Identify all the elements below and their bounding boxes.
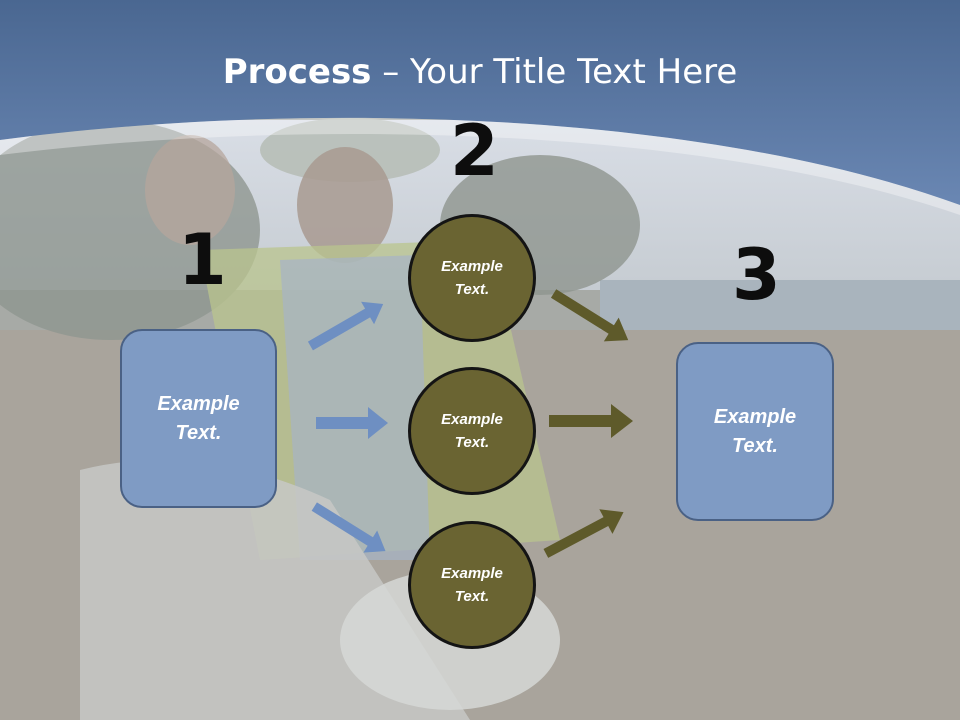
step-number-3: 3 xyxy=(732,234,781,316)
step-2-text-top: Example Text. xyxy=(441,258,503,298)
step-2-circle-top: Example Text. xyxy=(408,214,536,342)
arrow-icon xyxy=(316,407,388,439)
step-3-text: Example Text. xyxy=(713,405,797,457)
step-2-text-middle: Example Text. xyxy=(441,411,503,451)
step-3-box: Example Text. xyxy=(676,342,834,521)
step-1-text: Example Text. xyxy=(157,392,240,444)
title-bold: Process xyxy=(222,52,372,92)
step-1-box: Example Text. xyxy=(120,329,277,508)
arrow-icon xyxy=(307,301,384,351)
arrow-icon xyxy=(549,404,633,438)
step-number-2: 2 xyxy=(450,110,499,192)
step-number-1: 1 xyxy=(178,219,227,301)
step-2-text-bottom: Example Text. xyxy=(441,565,503,605)
arrow-icon xyxy=(550,289,629,342)
step-2-circle-bottom: Example Text. xyxy=(408,521,536,649)
step-2-circle-middle: Example Text. xyxy=(408,367,536,495)
title-rest: – Your Title Text Here xyxy=(371,52,738,92)
arrow-icon xyxy=(543,509,624,558)
arrow-icon xyxy=(311,502,386,553)
slide-title: Process – Your Title Text Here xyxy=(0,52,960,92)
